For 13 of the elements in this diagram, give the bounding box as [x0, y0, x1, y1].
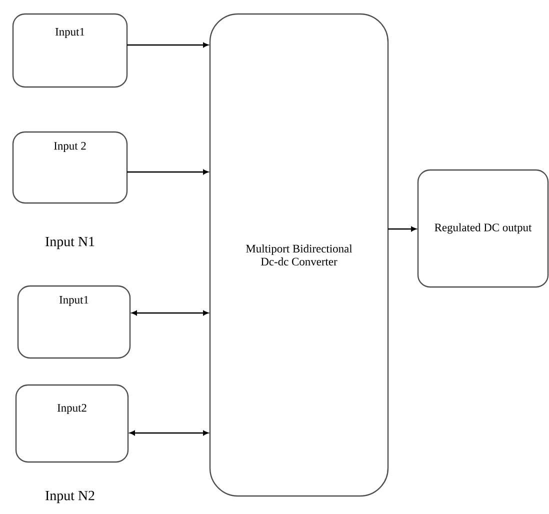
process-box: Input1: [12, 13, 128, 88]
arrow: [132, 310, 208, 316]
process-box: Input1: [17, 285, 131, 359]
group-label: Input N1: [46, 236, 94, 250]
process-box: Multiport Bidirectional Dc-dc Converter: [209, 13, 389, 497]
group-label: Input N2: [46, 490, 94, 504]
process-box: Input 2: [12, 131, 128, 204]
process-box: Regulated DC output: [417, 169, 549, 288]
arrow: [388, 226, 416, 232]
process-box: Input2: [15, 384, 129, 463]
arrow: [127, 42, 208, 48]
arrow: [130, 430, 208, 436]
arrow: [127, 170, 208, 174]
